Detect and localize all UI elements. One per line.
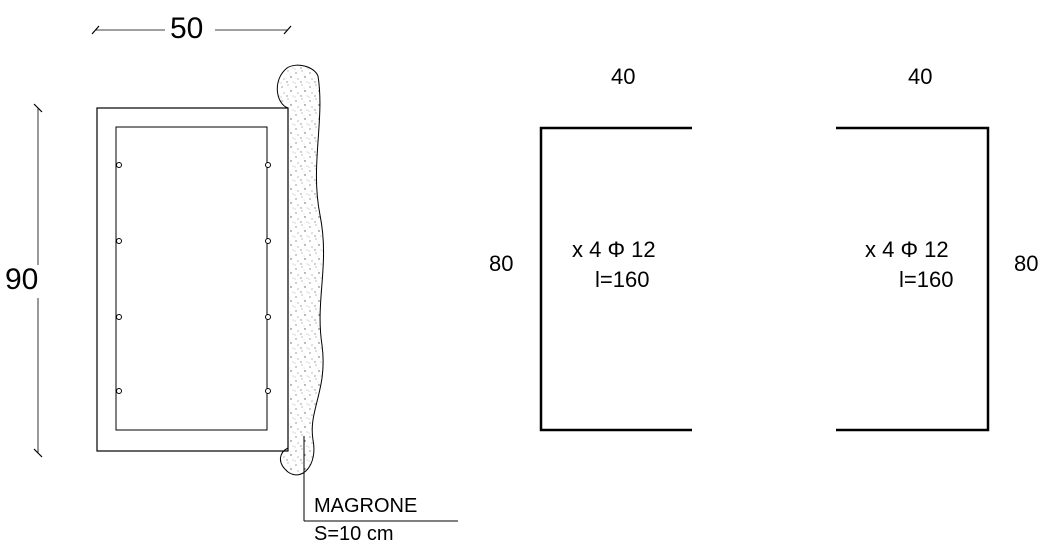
rebar-dot: [265, 238, 271, 244]
rebar-dot: [265, 388, 271, 394]
rebar-dot: [265, 314, 271, 320]
lean-concrete-layer: [276, 64, 325, 476]
bent-bar-left: [539, 126, 692, 432]
height-dimension: [33, 103, 43, 458]
magrone-label: MAGRONE: [314, 495, 418, 517]
rebar-dot: [116, 238, 122, 244]
rebar-dot: [265, 162, 271, 168]
bar-right-top-length: 40: [908, 64, 933, 89]
width-dimension: [91, 25, 292, 35]
bar-left-side-length: 80: [489, 251, 514, 276]
width-label: 50: [170, 12, 204, 45]
stirrup-outline: [115, 126, 268, 431]
magrone-thickness-label: S=10 cm: [314, 523, 394, 545]
rebar-dot: [116, 314, 122, 320]
bar-right-side-length: 80: [1014, 251, 1039, 276]
rebar-dot: [116, 162, 122, 168]
height-label: 90: [5, 263, 39, 296]
magrone-leader: [303, 436, 458, 522]
section-outline: [96, 107, 289, 452]
bar-left-top-length: 40: [611, 64, 636, 89]
bent-bar-right: [836, 126, 990, 432]
rebar-dots: [116, 162, 271, 394]
rebar-dot: [116, 388, 122, 394]
bar-left-quantity: x 4 Φ 12: [572, 237, 656, 262]
bar-right-quantity: x 4 Φ 12: [865, 237, 949, 262]
bar-left-total-length: l=160: [595, 267, 650, 292]
bar-right-total-length: l=160: [899, 267, 954, 292]
